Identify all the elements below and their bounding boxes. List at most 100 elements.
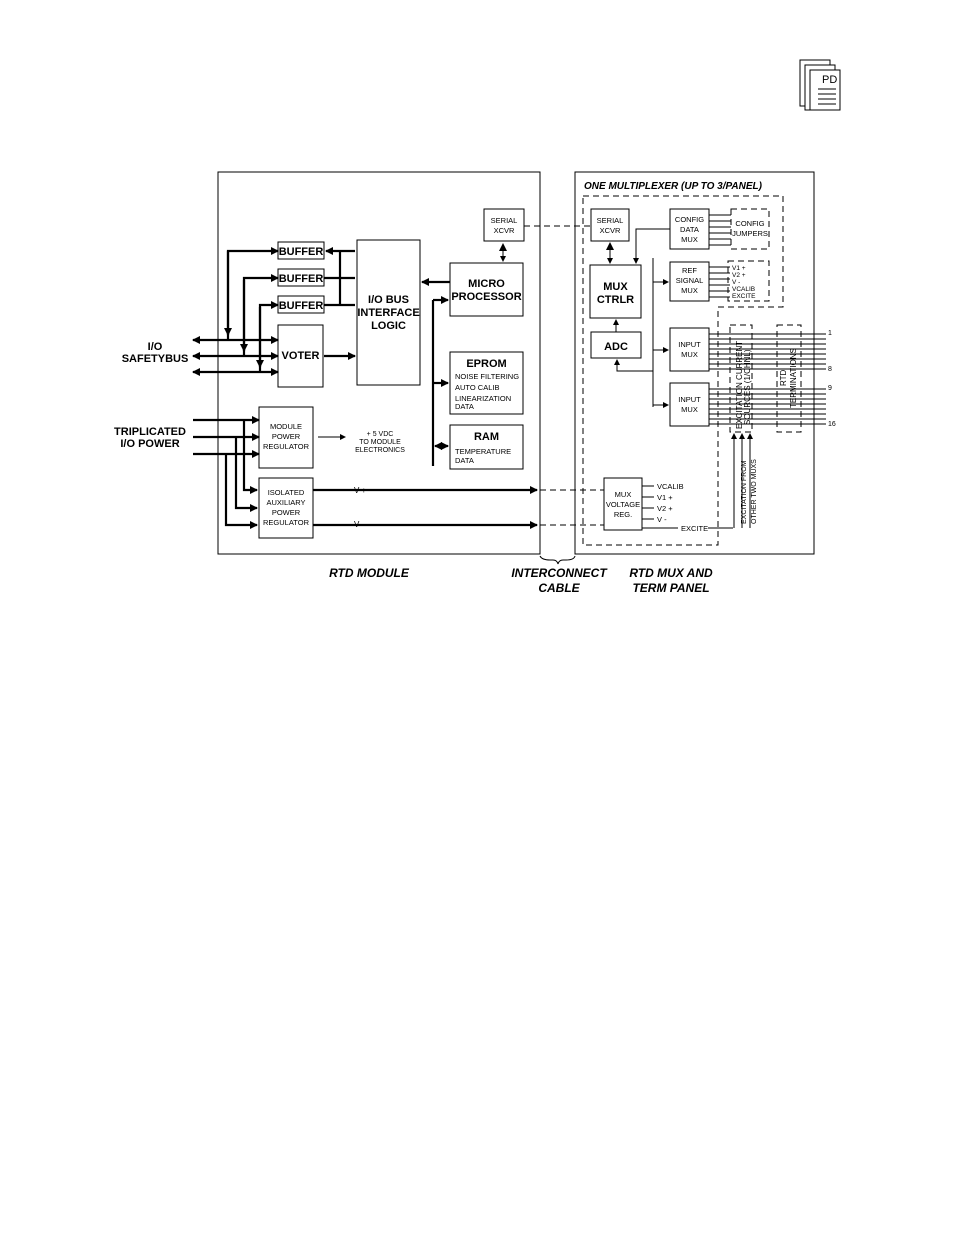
mux-ctrlr-line-1: MUX	[603, 281, 628, 293]
caption-rtd-module: RTD MODULE	[329, 566, 410, 580]
aux-reg-line-3: POWER	[272, 508, 301, 517]
io-bus-interface-block	[356, 239, 421, 386]
aux-power-regulator	[258, 477, 314, 539]
eprom-line-1: NOISE FILTERING	[455, 372, 519, 381]
rtd-term-line-2: TERMINATIONS	[789, 348, 798, 408]
ref-signal-3: V -	[732, 279, 740, 286]
mux-serial-xcvr-line-2: XCVR	[600, 226, 621, 235]
eprom-title: EPROM	[466, 358, 506, 370]
module-reg-line-3: REGULATOR	[263, 442, 310, 451]
term-number-1: 1	[828, 330, 832, 337]
eprom-block	[449, 351, 524, 415]
vdc-note-line-2: TO MODULE	[359, 439, 401, 446]
ref-mux-line-3: MUX	[681, 286, 698, 295]
ram-title: RAM	[474, 431, 499, 443]
caption-interconnect-1: INTERCONNECT	[511, 566, 608, 580]
ref-signal-2: V2 +	[732, 272, 746, 279]
mux-panel-frame	[574, 171, 815, 555]
channel-wires	[709, 333, 826, 425]
excitation-line-2: SOURCES (1/CHNL)	[743, 349, 752, 425]
triplicated-label: TRIPLICATED	[114, 426, 186, 438]
input-mux-1-line-1: INPUT	[678, 340, 701, 349]
mux-reg-out-vminus: V -	[657, 515, 667, 524]
mux-panel-title: ONE MULTIPLEXER (UP TO 3/PANEL)	[584, 181, 763, 192]
mux-serial-xcvr-line-1: SERIAL	[597, 216, 624, 225]
mux-voltage-regulator	[603, 477, 643, 531]
pdf-document-icon[interactable]: PD	[799, 59, 841, 111]
module-power-regulator	[258, 406, 314, 469]
one-mux-boundary	[582, 195, 784, 546]
safetybus-label: SAFETYBUS	[122, 353, 189, 365]
ref-mux-line-2: SIGNAL	[676, 276, 704, 285]
aux-reg-line-4: REGULATOR	[263, 518, 310, 527]
caption-rtd-mux-2: TERM PANEL	[632, 581, 709, 595]
config-jumper-wires	[709, 214, 731, 246]
mux-reg-line-3: REG.	[614, 510, 632, 519]
excitation-from-line-1: EXCITATION FROM	[741, 460, 748, 524]
mux-reg-out-vcalib: VCALIB	[657, 482, 684, 491]
config-data-mux	[669, 208, 710, 250]
excitation-from-line-2: OTHER TWO MUXS	[751, 459, 758, 524]
aux-reg-line-1: ISOLATED	[268, 488, 305, 497]
rtd-module-frame	[217, 171, 541, 555]
config-jumpers	[730, 208, 770, 250]
vdc-note-line-3: ELECTRONICS	[355, 447, 405, 454]
buffer-3-label: BUFFER	[279, 300, 324, 312]
ref-signal-5: EXCITE	[732, 293, 756, 300]
micro-line-2: PROCESSOR	[451, 291, 521, 303]
mux-serial-xcvr	[590, 208, 630, 242]
excitation-line-1: EXCITATION CURRENT	[735, 341, 744, 429]
mux-reg-output-wires	[642, 485, 733, 529]
eprom-line-4: DATA	[455, 402, 474, 411]
vdc-note-line-1: + 5 VDC	[367, 431, 394, 438]
module-serial-xcvr-line-1: SERIAL	[491, 216, 518, 225]
ref-signal-1: V1 +	[732, 265, 746, 272]
config-jumpers-line-2: JUMPERS	[732, 229, 768, 238]
microprocessor-block	[449, 262, 524, 317]
ref-signals-box	[727, 260, 770, 302]
eprom-line-2: AUTO CALIB	[455, 383, 499, 392]
ram-line-1: TEMPERATURE	[455, 447, 511, 456]
input-mux-2-line-1: INPUT	[678, 395, 701, 404]
term-number-16: 16	[828, 421, 836, 428]
ref-signal-4: VCALIB	[732, 286, 755, 293]
excitation-current-sources	[729, 324, 753, 433]
ref-signal-mux	[669, 261, 710, 302]
buffer-2-label: BUFFER	[279, 273, 324, 285]
io-label: I/O	[148, 341, 163, 353]
interconnect-brace	[539, 555, 576, 565]
adc-label: ADC	[604, 341, 628, 353]
aux-reg-line-2: AUXILIARY	[266, 498, 305, 507]
ram-line-2: DATA	[455, 456, 474, 465]
term-number-8: 8	[828, 366, 832, 373]
buffer-1-label: BUFFER	[279, 246, 324, 258]
config-mux-line-3: MUX	[681, 235, 698, 244]
rtd-term-line-1: RTD	[779, 369, 788, 386]
io-bus-line-2: INTERFACE	[357, 307, 419, 319]
module-reg-line-2: POWER	[272, 432, 301, 441]
eprom-line-3: LINEARIZATION	[455, 394, 511, 403]
input-mux-1	[669, 327, 710, 372]
pdf-icon-label: PD	[822, 74, 837, 86]
caption-rtd-mux-1: RTD MUX AND	[629, 566, 713, 580]
mux-controller	[589, 264, 642, 319]
input-mux-1-line-2: MUX	[681, 350, 698, 359]
config-mux-line-1: CONFIG	[675, 215, 704, 224]
term-number-9: 9	[828, 385, 832, 392]
micro-line-1: MICRO	[468, 278, 505, 290]
voter-label: VOTER	[282, 350, 320, 362]
ref-signal-wires	[709, 266, 730, 298]
mux-reg-out-v1: V1 +	[657, 493, 673, 502]
mux-ctrlr-line-2: CTRLR	[597, 294, 634, 306]
adc-block	[590, 331, 642, 359]
input-mux-2	[669, 382, 710, 427]
io-bus-line-3: LOGIC	[371, 320, 406, 332]
module-serial-xcvr	[483, 208, 525, 242]
mux-reg-out-v2: V2 +	[657, 504, 673, 513]
rtd-terminations	[776, 324, 802, 433]
io-power-label: I/O POWER	[120, 438, 179, 450]
io-bus-line-1: I/O BUS	[368, 294, 409, 306]
config-mux-line-2: DATA	[680, 225, 699, 234]
ram-block	[449, 424, 524, 470]
